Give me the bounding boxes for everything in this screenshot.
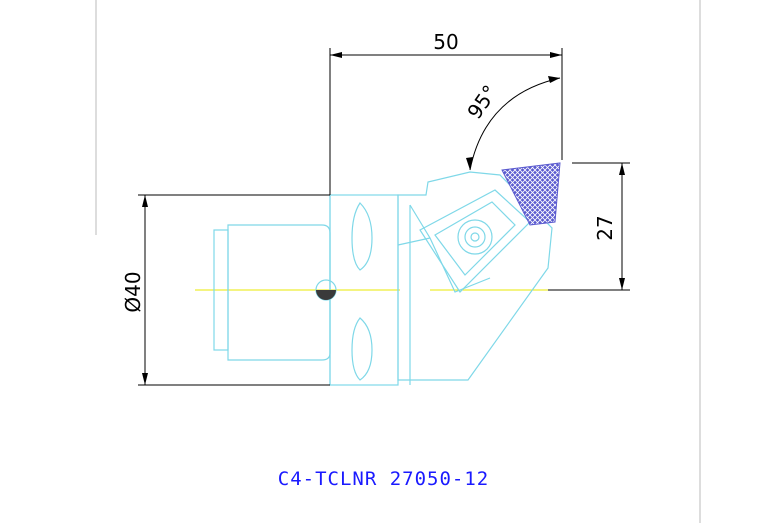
height-dimension-label: 27 bbox=[593, 215, 617, 240]
tool-body bbox=[213, 171, 553, 386]
page-frame bbox=[95, 0, 701, 523]
angle-dimension-label: 95° bbox=[462, 81, 502, 124]
ball-shading bbox=[316, 290, 336, 300]
dimension-arrows bbox=[142, 52, 625, 385]
dimension-lines bbox=[138, 48, 630, 386]
width-dimension-label: 50 bbox=[433, 30, 458, 54]
part-code-label: C4-TCLNR 27050-12 bbox=[277, 468, 490, 490]
cutting-insert bbox=[501, 162, 561, 226]
diameter-dimension-label: Ø40 bbox=[121, 271, 145, 312]
